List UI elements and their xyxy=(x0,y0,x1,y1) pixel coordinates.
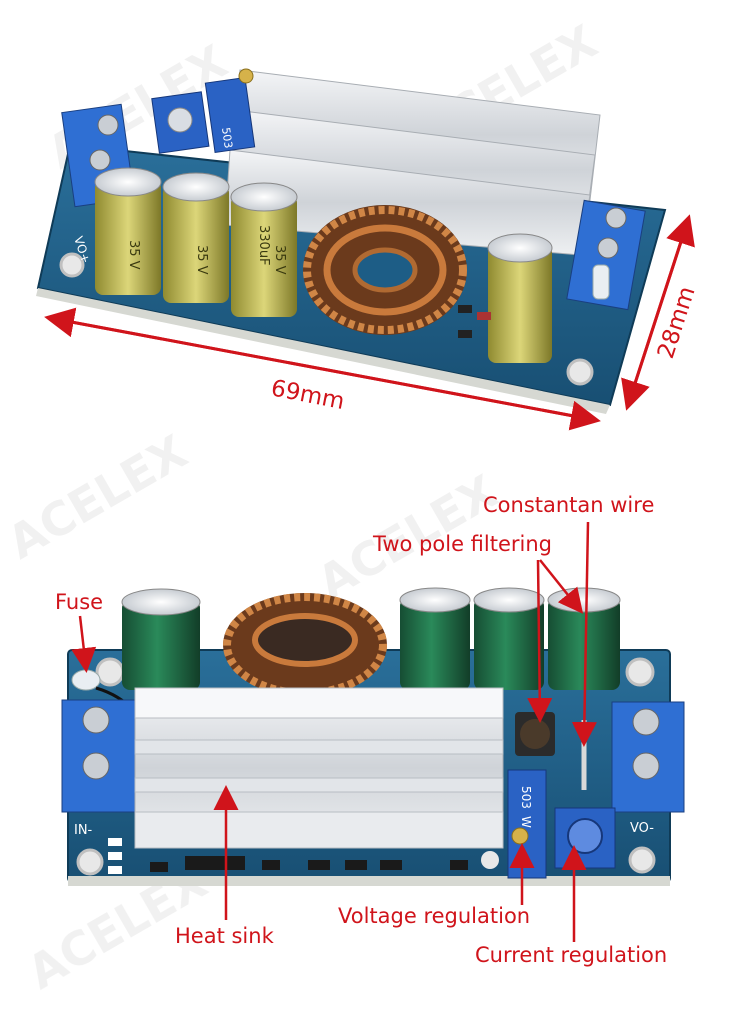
led-indicators xyxy=(108,838,122,874)
top-board-photo: VO+ 503 35 V 35 V xyxy=(36,68,667,414)
leader-constantan-wire xyxy=(571,521,597,747)
dimension-length-label: 69mm xyxy=(269,375,347,415)
leader-filtering-a xyxy=(527,559,553,723)
mount-hole xyxy=(628,846,656,874)
terminal-screw xyxy=(632,752,660,780)
dimension-width-label: 28mm xyxy=(653,283,701,361)
terminal-screw xyxy=(597,237,619,259)
leader-filtering-b xyxy=(539,559,584,614)
mount-hole xyxy=(76,848,104,876)
terminal-screw xyxy=(97,114,119,136)
terminal-screw xyxy=(605,207,627,229)
cap-voltage: 35 V xyxy=(272,245,287,275)
smd-part xyxy=(477,312,491,320)
pot-knob xyxy=(167,107,193,133)
silk-vo-minus: VO- xyxy=(630,821,654,836)
watermark: ACELEX xyxy=(0,424,196,569)
bottom-board-photo: IN- VO- xyxy=(61,587,685,886)
toroid-inductor-bottom xyxy=(223,593,387,697)
mount-hole xyxy=(625,657,655,687)
small-inductor-top xyxy=(520,719,550,749)
terminal-screw xyxy=(632,708,660,736)
silk-pot-code: 503 xyxy=(519,786,533,809)
smd-part xyxy=(458,305,472,313)
terminal-screw xyxy=(82,752,110,780)
toroid-inductor-top xyxy=(303,205,467,335)
silk-pot-w: W xyxy=(519,816,533,828)
pot-screw xyxy=(238,68,254,84)
label-voltage-regulation: Voltage regulation xyxy=(338,904,530,928)
leader-fuse xyxy=(71,615,97,673)
label-heat-sink: Heat sink xyxy=(175,924,275,948)
heat-sink-top xyxy=(224,69,601,256)
label-fuse: Fuse xyxy=(55,590,103,614)
capacitor-row-top: 35 V 35 V 330uF 35 V xyxy=(94,167,553,363)
mount-hole xyxy=(95,657,125,687)
pot-screw xyxy=(511,827,529,845)
voltage-pot-top xyxy=(204,76,256,154)
label-current-regulation: Current regulation xyxy=(475,943,667,967)
fuse-bottom xyxy=(71,669,101,691)
heat-sink-bottom xyxy=(134,687,504,849)
terminal-screw xyxy=(82,706,110,734)
silk-in-minus: IN- xyxy=(74,823,93,838)
pot-knob xyxy=(567,818,603,854)
cap-voltage: 35 V xyxy=(194,245,209,275)
pcb-edge xyxy=(36,288,610,414)
mount-hole xyxy=(566,358,594,386)
cap-value: 330uF xyxy=(256,225,271,266)
terminal-screw xyxy=(89,149,111,171)
label-constantan-wire: Constantan wire xyxy=(483,493,654,517)
cap-voltage: 35 V xyxy=(126,240,141,270)
mount-hole xyxy=(59,252,85,278)
capacitor-row-bottom xyxy=(121,587,621,690)
fuse-top xyxy=(592,264,610,300)
annotations: Fuse Constantan wire Two pole filtering … xyxy=(55,493,667,967)
silk-pot-code: 503 xyxy=(219,127,235,150)
label-two-pole-filtering: Two pole filtering xyxy=(372,532,552,556)
pcb-edge xyxy=(68,876,670,886)
smd-row xyxy=(150,851,499,872)
smd-part xyxy=(458,330,472,338)
